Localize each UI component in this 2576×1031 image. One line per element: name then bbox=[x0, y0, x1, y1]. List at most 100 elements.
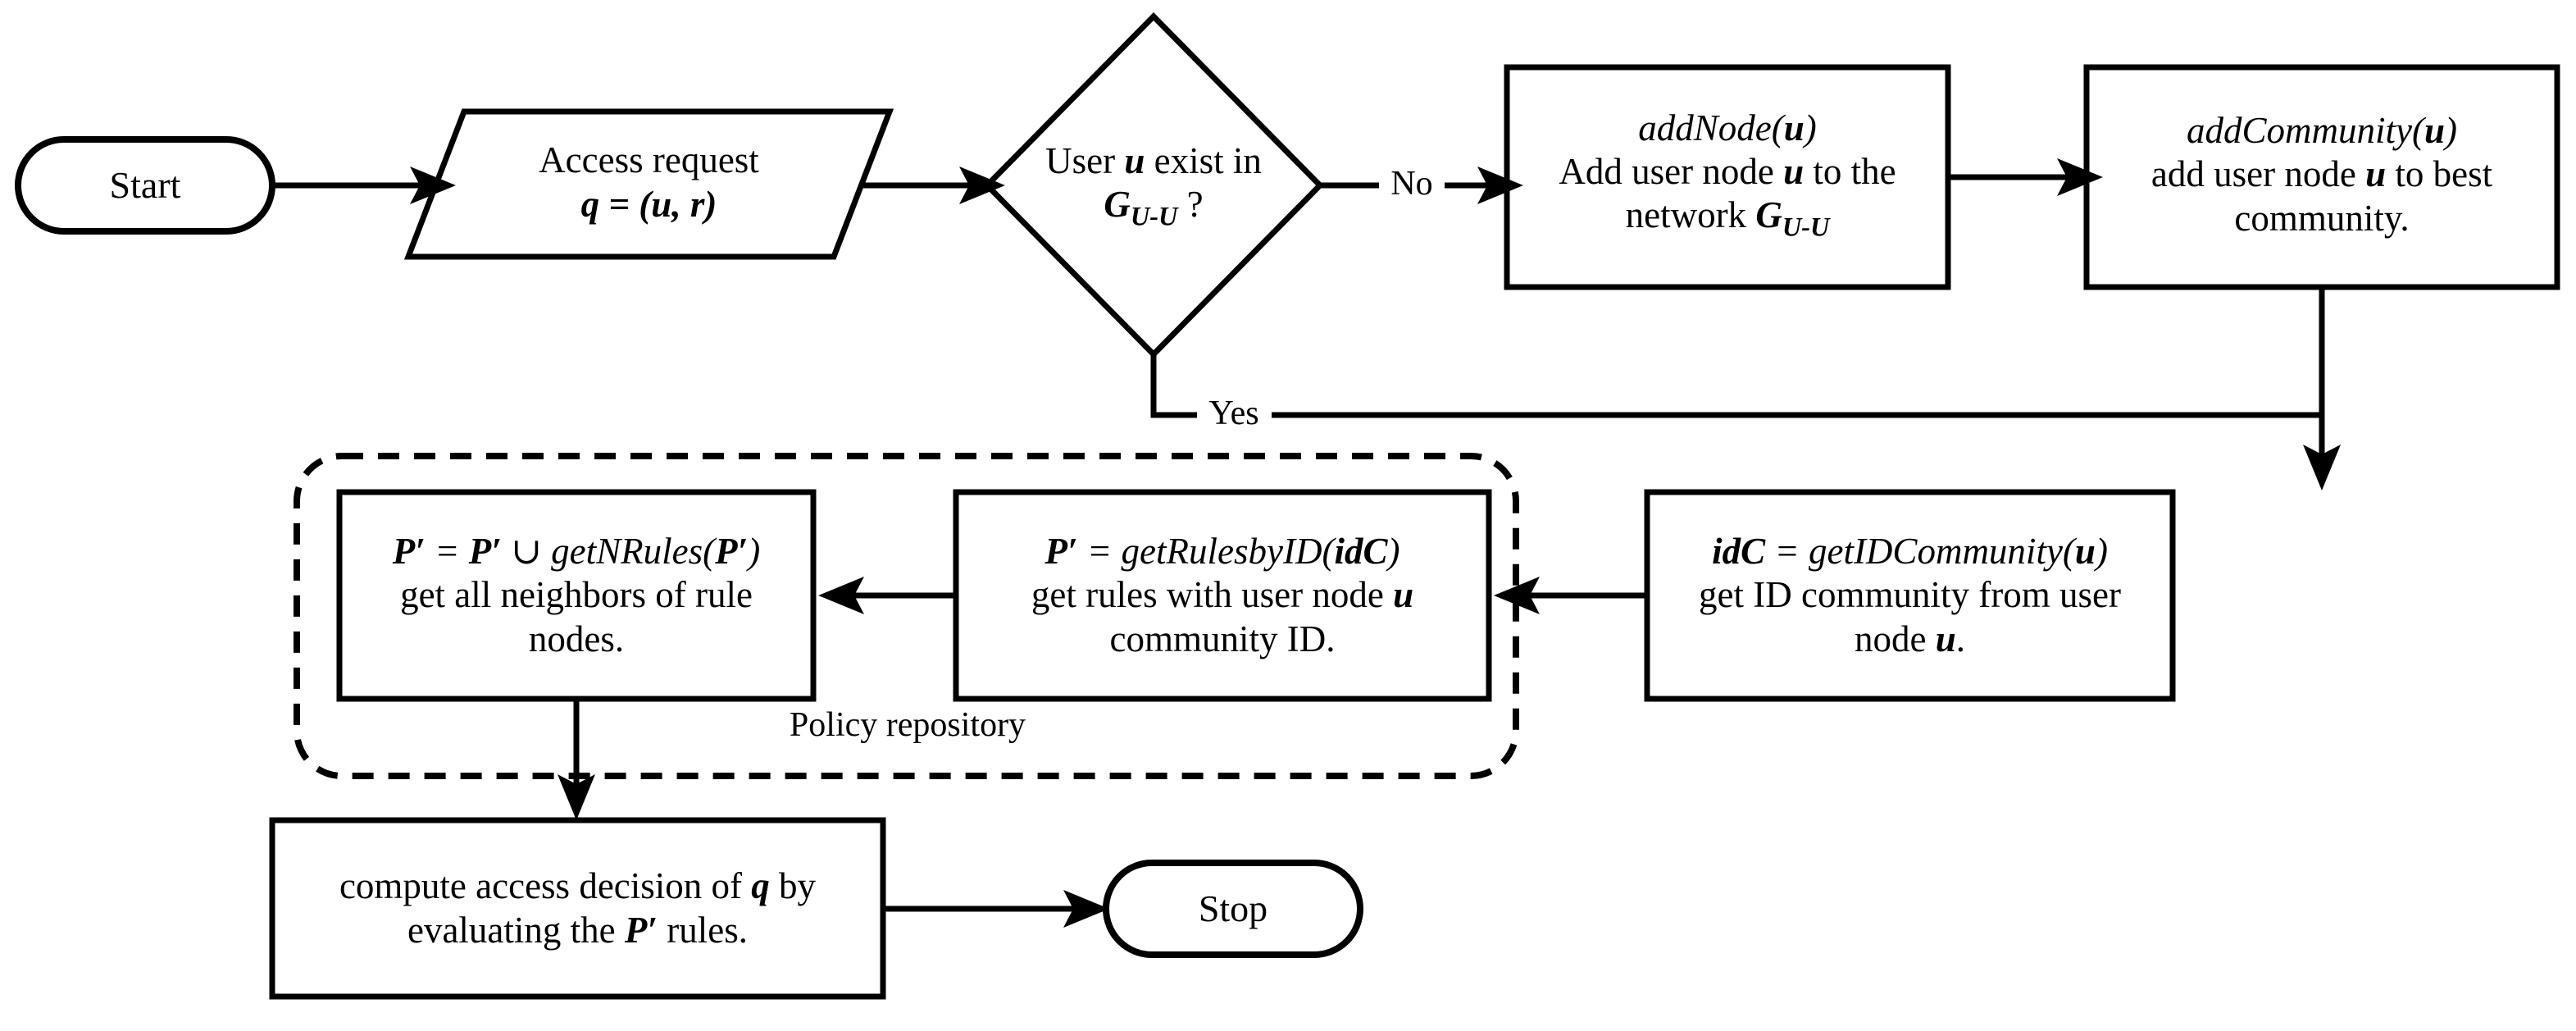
add-node-fn-arg-u: u bbox=[1783, 107, 1805, 148]
add-node-l2-var-u: u bbox=[1783, 150, 1805, 192]
node-get-rules-by-id-label-container: P′ = getRulesbyID(idC) get rules with us… bbox=[951, 497, 1494, 694]
arrowhead-get-rules-to-n-rules bbox=[818, 577, 864, 614]
arrowhead-no-to-add-node bbox=[1477, 167, 1523, 204]
arrowhead-yes-to-id-community bbox=[2303, 445, 2341, 490]
compute-l2-post: rules. bbox=[658, 909, 749, 951]
add-community-fn-arg-u: u bbox=[2424, 110, 2445, 152]
node-user-exists-label-container: User u exist in GU-U ? bbox=[954, 121, 1353, 251]
n-rules-line-2: get all neighbors of rule bbox=[400, 574, 753, 616]
add-node-line-3: network GU-U bbox=[1626, 194, 1830, 244]
decision-var-u: u bbox=[1124, 140, 1145, 182]
add-node-l2-post: to the bbox=[1804, 150, 1896, 192]
access-request-eq: = ( bbox=[599, 183, 652, 225]
get-rules-fn-name: getRulesbyID( bbox=[1121, 531, 1335, 573]
get-rules-signature: P′ = getRulesbyID(idC) bbox=[1045, 530, 1400, 573]
id-community-l3-post: . bbox=[1955, 618, 1965, 659]
node-stop-label: Stop bbox=[1198, 887, 1268, 929]
decision-line-1: User u exist in bbox=[1045, 139, 1262, 183]
arrowhead-access-request-to-decision bbox=[959, 167, 1005, 204]
node-access-request-shape[interactable] bbox=[403, 108, 894, 260]
node-get-rules-by-id-shape[interactable] bbox=[953, 489, 1492, 702]
id-community-eq: = bbox=[1765, 531, 1809, 573]
n-rules-eq: = bbox=[425, 531, 469, 573]
compute-l2-pre: evaluating the bbox=[407, 909, 625, 951]
node-add-node-shape[interactable] bbox=[1504, 64, 1951, 290]
node-compute-decision-shape[interactable] bbox=[269, 817, 886, 1000]
id-community-line-2: get ID community from user bbox=[1699, 574, 2121, 616]
compute-l1-pre: compute access decision of bbox=[339, 865, 752, 907]
edge-label-yes-text: Yes bbox=[1208, 395, 1259, 432]
node-start-label: Start bbox=[109, 163, 181, 206]
node-get-id-community-shape[interactable] bbox=[1644, 489, 2176, 702]
node-add-community-shape[interactable] bbox=[2083, 64, 2560, 290]
decision-text-exist: exist in bbox=[1145, 140, 1262, 182]
compute-decision-line-1: compute access decision of q by bbox=[339, 864, 816, 908]
get-rules-fn-paren: ) bbox=[1387, 531, 1400, 573]
compute-l1-var-q: q bbox=[751, 865, 770, 907]
add-community-line-2: add user node u to best bbox=[2151, 153, 2492, 196]
edge-yes-to-id-community bbox=[1272, 412, 2325, 459]
add-node-signature: addNode(u) bbox=[1638, 107, 1817, 150]
add-community-l2-post: to best bbox=[2386, 153, 2493, 195]
access-request-comma: , bbox=[671, 183, 690, 225]
policy-repository-group-boundary bbox=[294, 453, 1519, 779]
get-rules-line-2: get rules with user node u bbox=[1031, 573, 1413, 617]
id-community-l3-pre: node bbox=[1854, 618, 1936, 659]
compute-l2-var-p: P′ bbox=[624, 909, 658, 951]
add-node-fn-name: addNode( bbox=[1638, 107, 1784, 148]
access-request-var-u: u bbox=[651, 183, 672, 225]
node-stop-label-container: Stop bbox=[1106, 863, 1360, 955]
node-access-request-label-container: Access request q = (u, r) bbox=[408, 115, 890, 250]
access-request-var-q: q bbox=[580, 183, 600, 225]
id-community-fn-paren: ) bbox=[2095, 531, 2108, 573]
access-request-line-1: Access request bbox=[539, 139, 759, 181]
decision-text-user: User bbox=[1045, 140, 1125, 182]
get-rules-line-3: community ID. bbox=[1109, 618, 1336, 659]
add-community-signature: addCommunity(u) bbox=[2187, 109, 2457, 153]
n-rules-fn-name: getNRules( bbox=[551, 531, 716, 573]
arrowhead-add-node-to-add-community bbox=[2057, 158, 2103, 196]
node-start-label-container: Start bbox=[18, 139, 272, 231]
n-rules-fn-paren: ) bbox=[748, 531, 761, 573]
policy-repository-group-label: Policy repository bbox=[707, 705, 1108, 746]
n-rules-signature: P′ = P′ ∪ getNRules(P′) bbox=[393, 530, 761, 573]
get-rules-fn-arg-idc: idC bbox=[1334, 531, 1388, 573]
access-request-paren-close: ) bbox=[704, 183, 717, 225]
add-node-l3-var-g: G bbox=[1755, 194, 1782, 235]
node-add-community-label-container: addCommunity(u) add user node u to best … bbox=[2087, 72, 2557, 277]
add-community-l2-var-u: u bbox=[2365, 153, 2387, 195]
decision-var-g: G bbox=[1104, 184, 1131, 226]
arrowhead-n-rules-to-compute bbox=[558, 774, 595, 820]
decision-var-g-subscript: U-U bbox=[1130, 202, 1178, 232]
id-community-line-3: node u. bbox=[1855, 618, 1965, 661]
n-rules-var-p-left: P′ bbox=[392, 531, 426, 573]
n-rules-fn-arg-p: P′ bbox=[715, 531, 749, 573]
node-compute-decision-label-container: compute access decision of q by evaluati… bbox=[272, 825, 883, 992]
id-community-signature: idC = getIDCommunity(u) bbox=[1712, 530, 2108, 573]
decision-question-mark: ? bbox=[1177, 184, 1204, 226]
node-get-n-rules-shape[interactable] bbox=[336, 489, 817, 702]
add-community-l2-pre: add user node bbox=[2150, 153, 2366, 195]
add-node-line-2: Add user node u to the bbox=[1559, 150, 1896, 194]
node-get-id-community-label-container: idC = getIDCommunity(u) get ID community… bbox=[1640, 497, 2180, 694]
id-community-fn-name: getIDCommunity( bbox=[1808, 531, 2075, 573]
policy-repository-group-label-text: Policy repository bbox=[789, 706, 1026, 744]
node-add-node-label-container: addNode(u) Add user node u to the networ… bbox=[1507, 72, 1948, 277]
id-community-l3-var-u: u bbox=[1935, 618, 1956, 659]
arrowhead-id-community-to-get-rules bbox=[1494, 577, 1540, 614]
id-community-var-idc: idC bbox=[1712, 531, 1766, 573]
get-rules-eq: = bbox=[1077, 531, 1122, 573]
add-node-l2-pre: Add user node bbox=[1559, 150, 1784, 192]
edge-label-no-text: No bbox=[1390, 165, 1433, 203]
edge-label-yes: Yes bbox=[1193, 394, 1275, 434]
compute-l1-post: by bbox=[769, 865, 817, 907]
n-rules-line-3: nodes. bbox=[528, 618, 625, 659]
edge-decision-yes-down bbox=[1150, 354, 1197, 418]
decision-line-2: GU-U ? bbox=[1104, 183, 1203, 233]
get-rules-var-p: P′ bbox=[1045, 531, 1078, 573]
access-request-line-2: q = (u, r) bbox=[581, 183, 717, 226]
arrowhead-compute-to-stop bbox=[1063, 890, 1109, 928]
add-node-l3-pre: network bbox=[1625, 194, 1756, 235]
get-rules-l2-var-u: u bbox=[1393, 574, 1414, 616]
